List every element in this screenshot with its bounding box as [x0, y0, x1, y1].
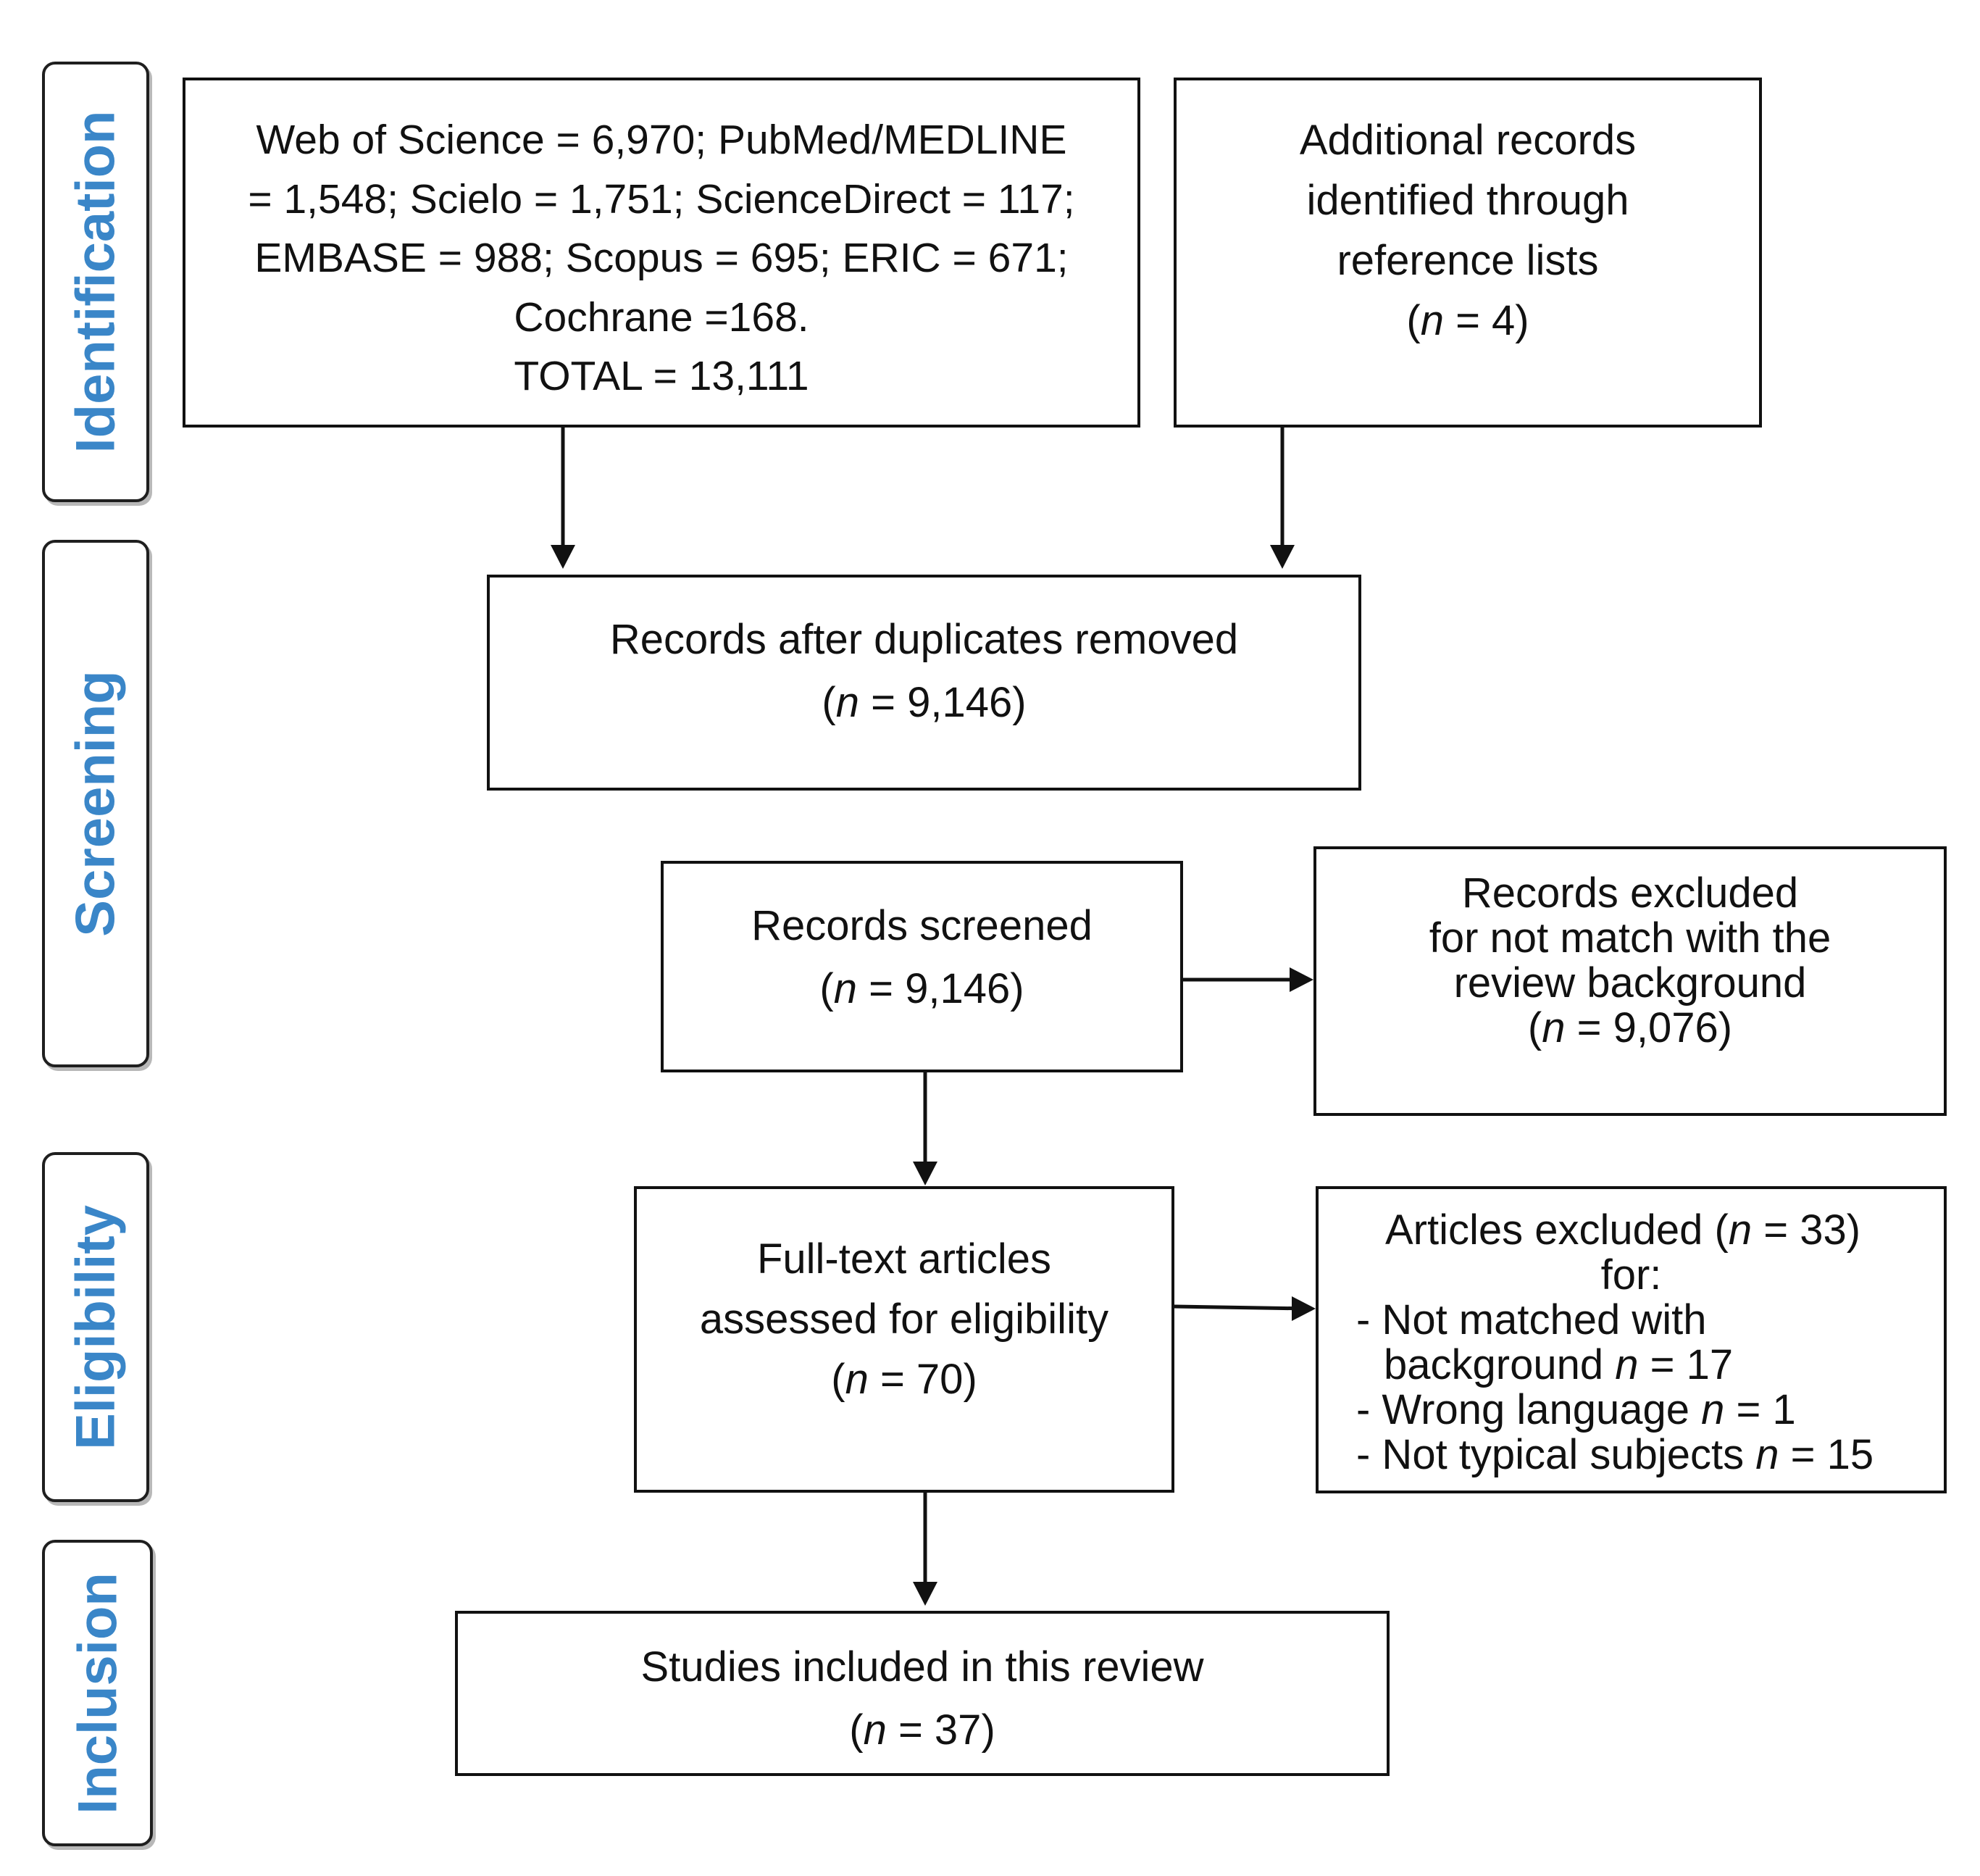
additional-line-1: Additional records: [1299, 117, 1637, 164]
articles-excluded-heading: Articles excluded (n = 33): [1385, 1206, 1861, 1254]
arrowhead: [913, 1582, 937, 1606]
excluded-line-1: Records excluded: [1461, 870, 1799, 917]
excluded-line-3: review background: [1453, 959, 1807, 1007]
excluded-count: (n = 9,076): [1527, 1004, 1733, 1052]
additional-line-2: identified through: [1306, 176, 1629, 224]
dedup-box: Records after duplicates removed (n = 9,…: [487, 575, 1361, 791]
reason-wrong-language: - Wrong language n = 1: [1356, 1386, 1796, 1434]
stage-eligibility: Eligibility: [42, 1152, 149, 1502]
stage-screening: Screening: [42, 540, 149, 1067]
arrow-fulltext-to-articles-excluded: [1174, 1304, 1308, 1311]
databases-line-1: Web of Science = 6,970; PubMed/MEDLINE: [256, 117, 1067, 163]
included-count: (n = 37): [849, 1706, 995, 1754]
fulltext-count: (n = 70): [831, 1355, 977, 1403]
records-excluded-box: Records excluded for not match with the …: [1313, 846, 1947, 1116]
stage-inclusion: Inclusion: [42, 1540, 153, 1846]
arrowhead: [1270, 545, 1295, 569]
databases-box: Web of Science = 6,970; PubMed/MEDLINE =…: [183, 78, 1140, 428]
databases-total: TOTAL = 13,111: [514, 353, 809, 399]
reason-not-matched: - Not matched with: [1356, 1296, 1707, 1344]
additional-line-3: reference lists: [1337, 236, 1599, 284]
fulltext-line-1: Full-text articles: [756, 1235, 1052, 1283]
screened-label: Records screened: [751, 902, 1093, 949]
arrowhead: [1290, 967, 1313, 992]
screened-count: (n = 9,146): [819, 965, 1024, 1012]
arrowhead: [913, 1162, 937, 1185]
dedup-count: (n = 9,146): [822, 679, 1027, 726]
included-label: Studies included in this review: [640, 1643, 1204, 1691]
articles-excluded-box: Articles excluded (n = 33) for: - Not ma…: [1316, 1186, 1947, 1493]
additional-records-box: Additional records identified through re…: [1174, 78, 1762, 428]
screened-box: Records screened (n = 9,146): [661, 861, 1183, 1072]
reason-not-typical-subjects: - Not typical subjects n = 15: [1356, 1431, 1874, 1479]
dedup-label: Records after duplicates removed: [609, 616, 1239, 663]
databases-line-2: = 1,548; Scielo = 1,751; ScienceDirect =…: [248, 175, 1075, 222]
fulltext-box: Full-text articles assessed for eligibil…: [634, 1186, 1174, 1493]
databases-line-4: Cochrane =168.: [514, 293, 809, 341]
arrowhead: [551, 545, 575, 569]
fulltext-line-2: assessed for eligibility: [699, 1295, 1109, 1343]
included-box: Studies included in this review (n = 37): [455, 1611, 1390, 1776]
reason-not-matched-count: background n = 17: [1384, 1341, 1734, 1389]
arrowhead: [1292, 1296, 1316, 1321]
stage-identification: Identification: [42, 62, 149, 502]
excluded-line-2: for not match with the: [1429, 914, 1831, 962]
articles-excluded-for: for:: [1600, 1251, 1662, 1299]
databases-line-3: EMBASE = 988; Scopus = 695; ERIC = 671;: [254, 235, 1069, 281]
additional-count: (n = 4): [1406, 296, 1529, 344]
